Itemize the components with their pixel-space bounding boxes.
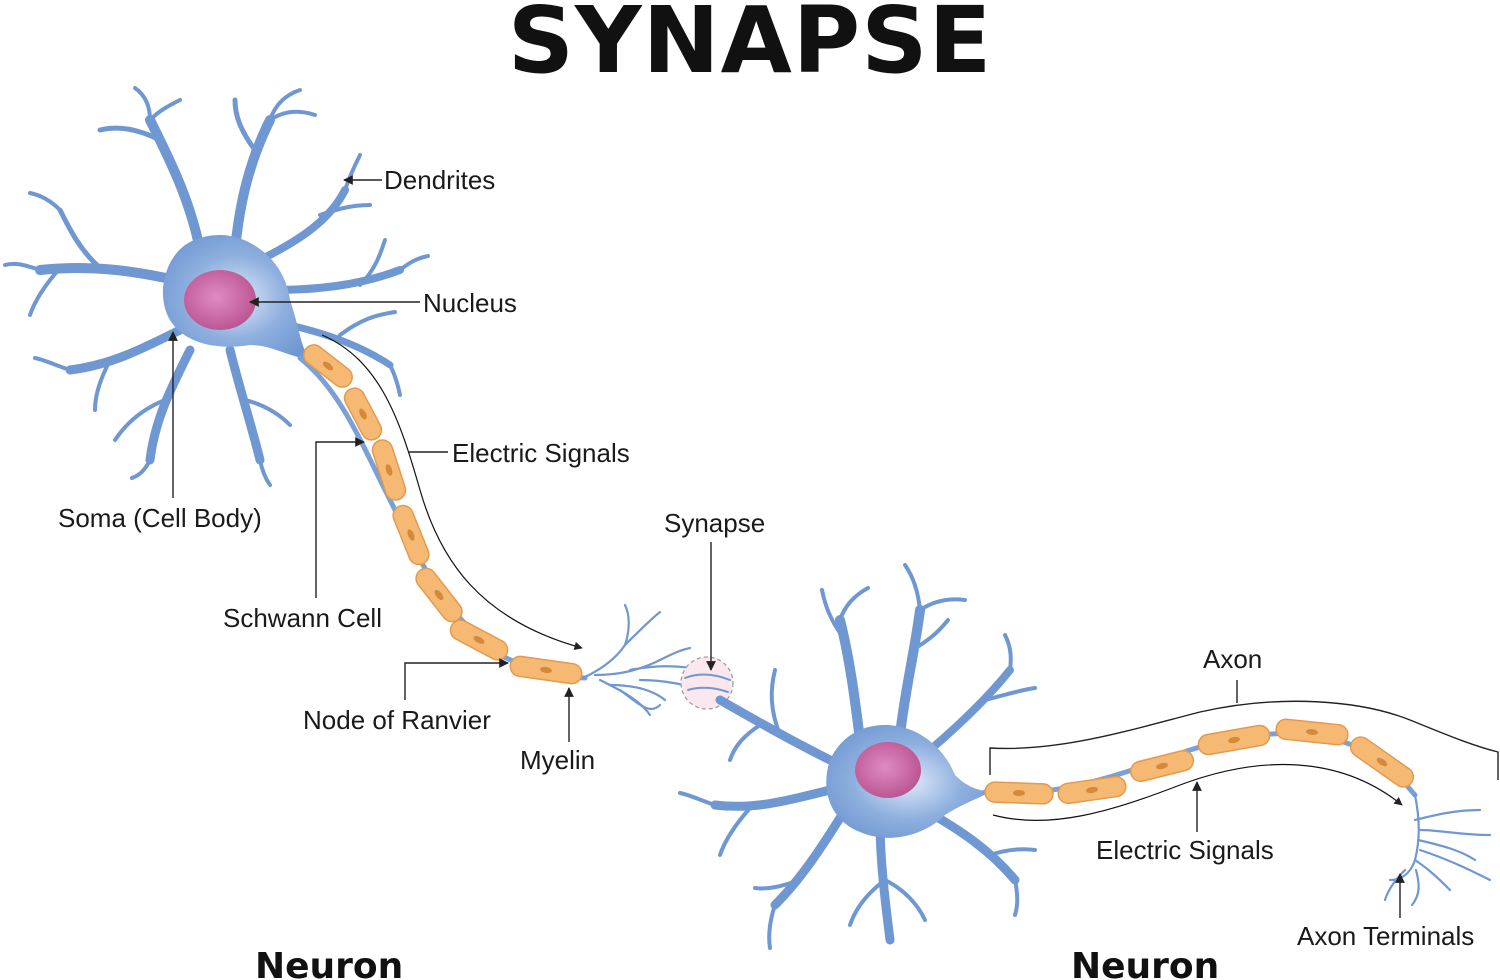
label-node-of-ranvier: Node of Ranvier — [303, 705, 491, 735]
label-nucleus: Nucleus — [423, 288, 517, 318]
label-schwann-cell: Schwann Cell — [223, 603, 382, 633]
label-synapse: Synapse — [664, 508, 765, 538]
electric-signal-arrow-left — [321, 334, 583, 651]
axon-bracket — [989, 700, 1499, 780]
label-soma: Soma (Cell Body) — [58, 503, 262, 533]
label-electric-signals-left: Electric Signals — [452, 438, 630, 468]
myelin-sheath-right — [984, 718, 1415, 805]
label-axon-terminals: Axon Terminals — [1297, 921, 1474, 951]
dendrites-right — [678, 563, 1037, 950]
electric-signal-arrow-right — [992, 763, 1403, 822]
axon-right — [982, 718, 1492, 907]
nucleus-right — [855, 742, 921, 798]
caption-neuron-left: Neuron — [255, 946, 403, 980]
neuron-left — [3, 86, 430, 487]
axon-left — [297, 344, 707, 717]
page-title: SYNAPSE — [508, 0, 993, 94]
nucleus-left — [184, 270, 256, 330]
label-dendrites: Dendrites — [384, 165, 495, 195]
neuron-right — [678, 563, 1037, 950]
label-axon: Axon — [1203, 644, 1262, 674]
label-electric-signals-right: Electric Signals — [1096, 835, 1274, 865]
label-myelin: Myelin — [520, 745, 595, 775]
axon-terminals-right — [1383, 793, 1492, 907]
caption-neuron-right: Neuron — [1071, 946, 1219, 980]
